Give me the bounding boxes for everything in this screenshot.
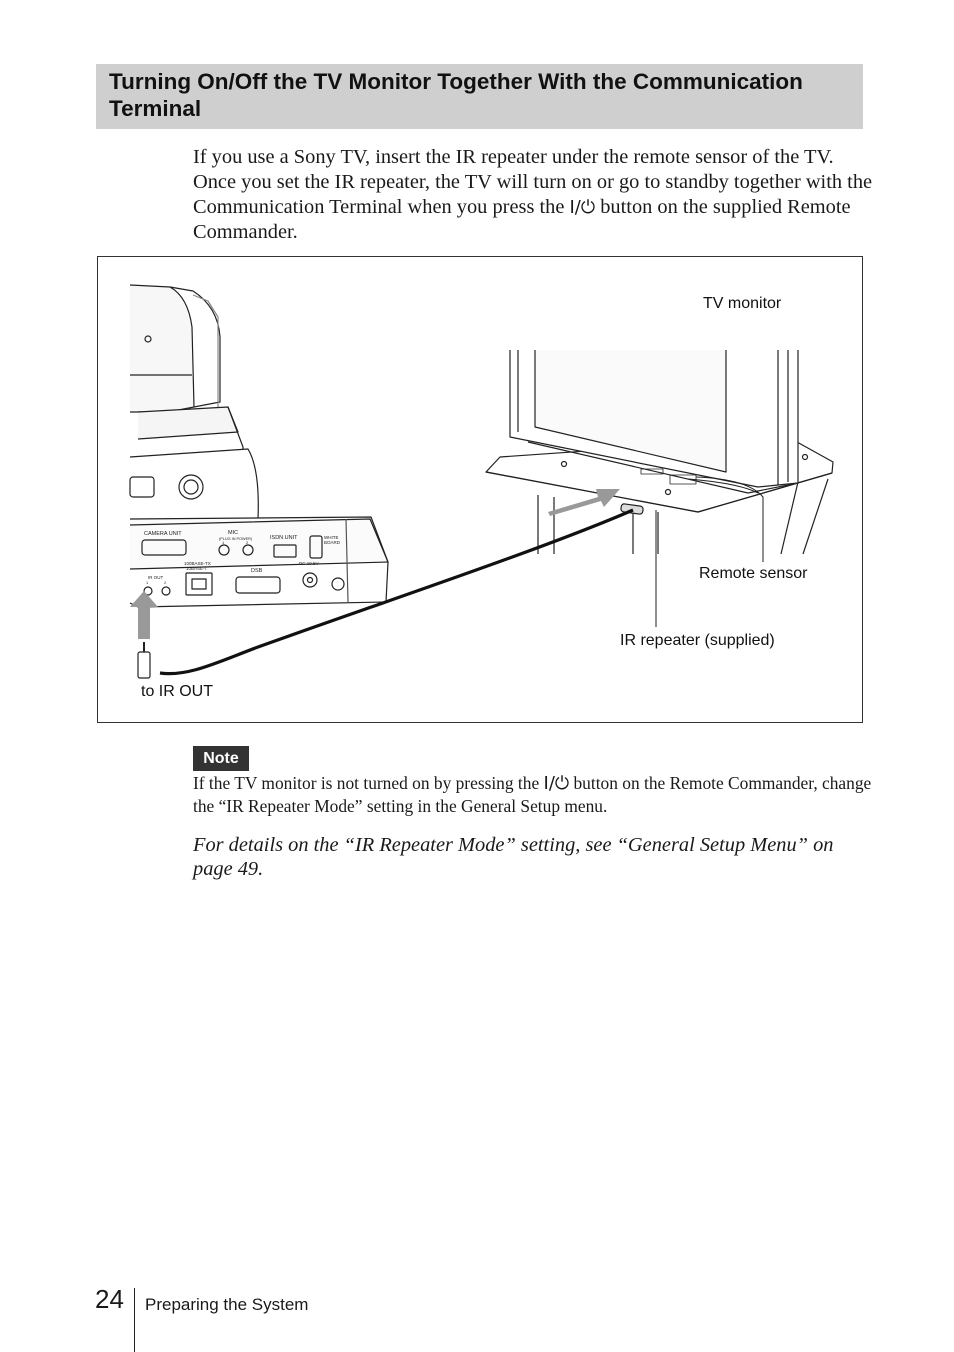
note-badge: Note [193, 746, 249, 771]
tv-monitor-label: TV monitor [703, 295, 782, 312]
ir-repeater-label: IR repeater (supplied) [620, 632, 775, 649]
mic-sub-label: (PLUG IN POWER) [219, 537, 253, 541]
page-number: 24 [95, 1284, 124, 1314]
remote-sensor-leader [695, 476, 764, 562]
ir-out-label: IR OUT [148, 575, 164, 580]
note-text-1: If the TV monitor is not turned on by pr… [193, 773, 544, 793]
dc-label: DC 19.5V [299, 561, 319, 566]
remote-sensor-label: Remote sensor [699, 565, 808, 582]
board-label: BOARD [324, 540, 341, 545]
camera-lens-dot [144, 335, 152, 343]
connect-arrow [130, 591, 158, 639]
terminal-top [129, 516, 389, 570]
ir-out-jack-2 [161, 586, 171, 596]
dc-jack [302, 572, 318, 588]
tv-buttons [640, 468, 664, 475]
white-label: WHITE [324, 535, 339, 540]
serial-port [129, 476, 155, 498]
whiteboard-port [309, 535, 323, 559]
insert-arrow [548, 489, 620, 516]
mic-jack-2 [242, 544, 254, 556]
section-heading-bar: Turning On/Off the TV Monitor Together W… [96, 64, 863, 129]
ir-cable [159, 508, 634, 676]
intro-text-1: If you use a Sony TV, insert the IR repe… [193, 146, 873, 218]
camera-neck [137, 406, 239, 440]
section-heading: Turning On/Off the TV Monitor Together W… [109, 69, 803, 121]
mic-label: MIC [228, 530, 238, 536]
ir-1-label: 1 [146, 580, 149, 585]
camera-unit-port [141, 539, 187, 556]
isdn-port [273, 544, 297, 558]
isdn-unit-label: ISDN UNIT [270, 535, 298, 541]
intro-text-2: button on the supplied Remote Commander. [193, 196, 851, 243]
mic-jack-1 [218, 544, 230, 556]
dsb-label: DSB [251, 568, 263, 574]
note-text: If the TV monitor is not turned on by pr… [193, 772, 873, 817]
to-ir-out-label: to IR OUT [141, 683, 214, 700]
lan-label-2: 10BASE-T [186, 566, 208, 571]
lan-label-1: 100BASE-TX [184, 561, 211, 566]
footer-divider [134, 1288, 135, 1352]
mini-plug [137, 651, 151, 679]
ground-terminal [331, 577, 345, 591]
footer-section-name: Preparing the System [145, 1295, 309, 1314]
ir-2-label: 2 [164, 580, 167, 585]
tv-stand-legs [537, 478, 829, 555]
mini-din-port [178, 474, 204, 500]
dsb-port [235, 576, 281, 594]
mic-1-label: 1 [222, 540, 225, 545]
camera-side [169, 286, 221, 408]
tv-screen [534, 350, 727, 473]
see-also-reference: For details on the “IR Repeater Mode” se… [193, 834, 834, 880]
note-power-button-icon: I/⏻ [543, 773, 570, 794]
mic-2-label: 2 [246, 540, 249, 545]
camera-base [129, 448, 259, 522]
intro-paragraph: If you use a Sony TV, insert the IR repe… [193, 145, 873, 245]
lan-port [185, 572, 213, 596]
connection-diagram: CAMERA UNIT MIC (PLUG IN POWER) 1 2 ISDN… [97, 256, 863, 723]
power-button-icon: I/⏻ [569, 197, 596, 218]
note-text-2: button on the Remote Commander, change t… [193, 773, 872, 816]
camera-head [129, 284, 195, 413]
connection-illustration: CAMERA UNIT MIC (PLUG IN POWER) 1 2 ISDN… [129, 284, 834, 679]
camera-unit-label: CAMERA UNIT [144, 531, 182, 537]
